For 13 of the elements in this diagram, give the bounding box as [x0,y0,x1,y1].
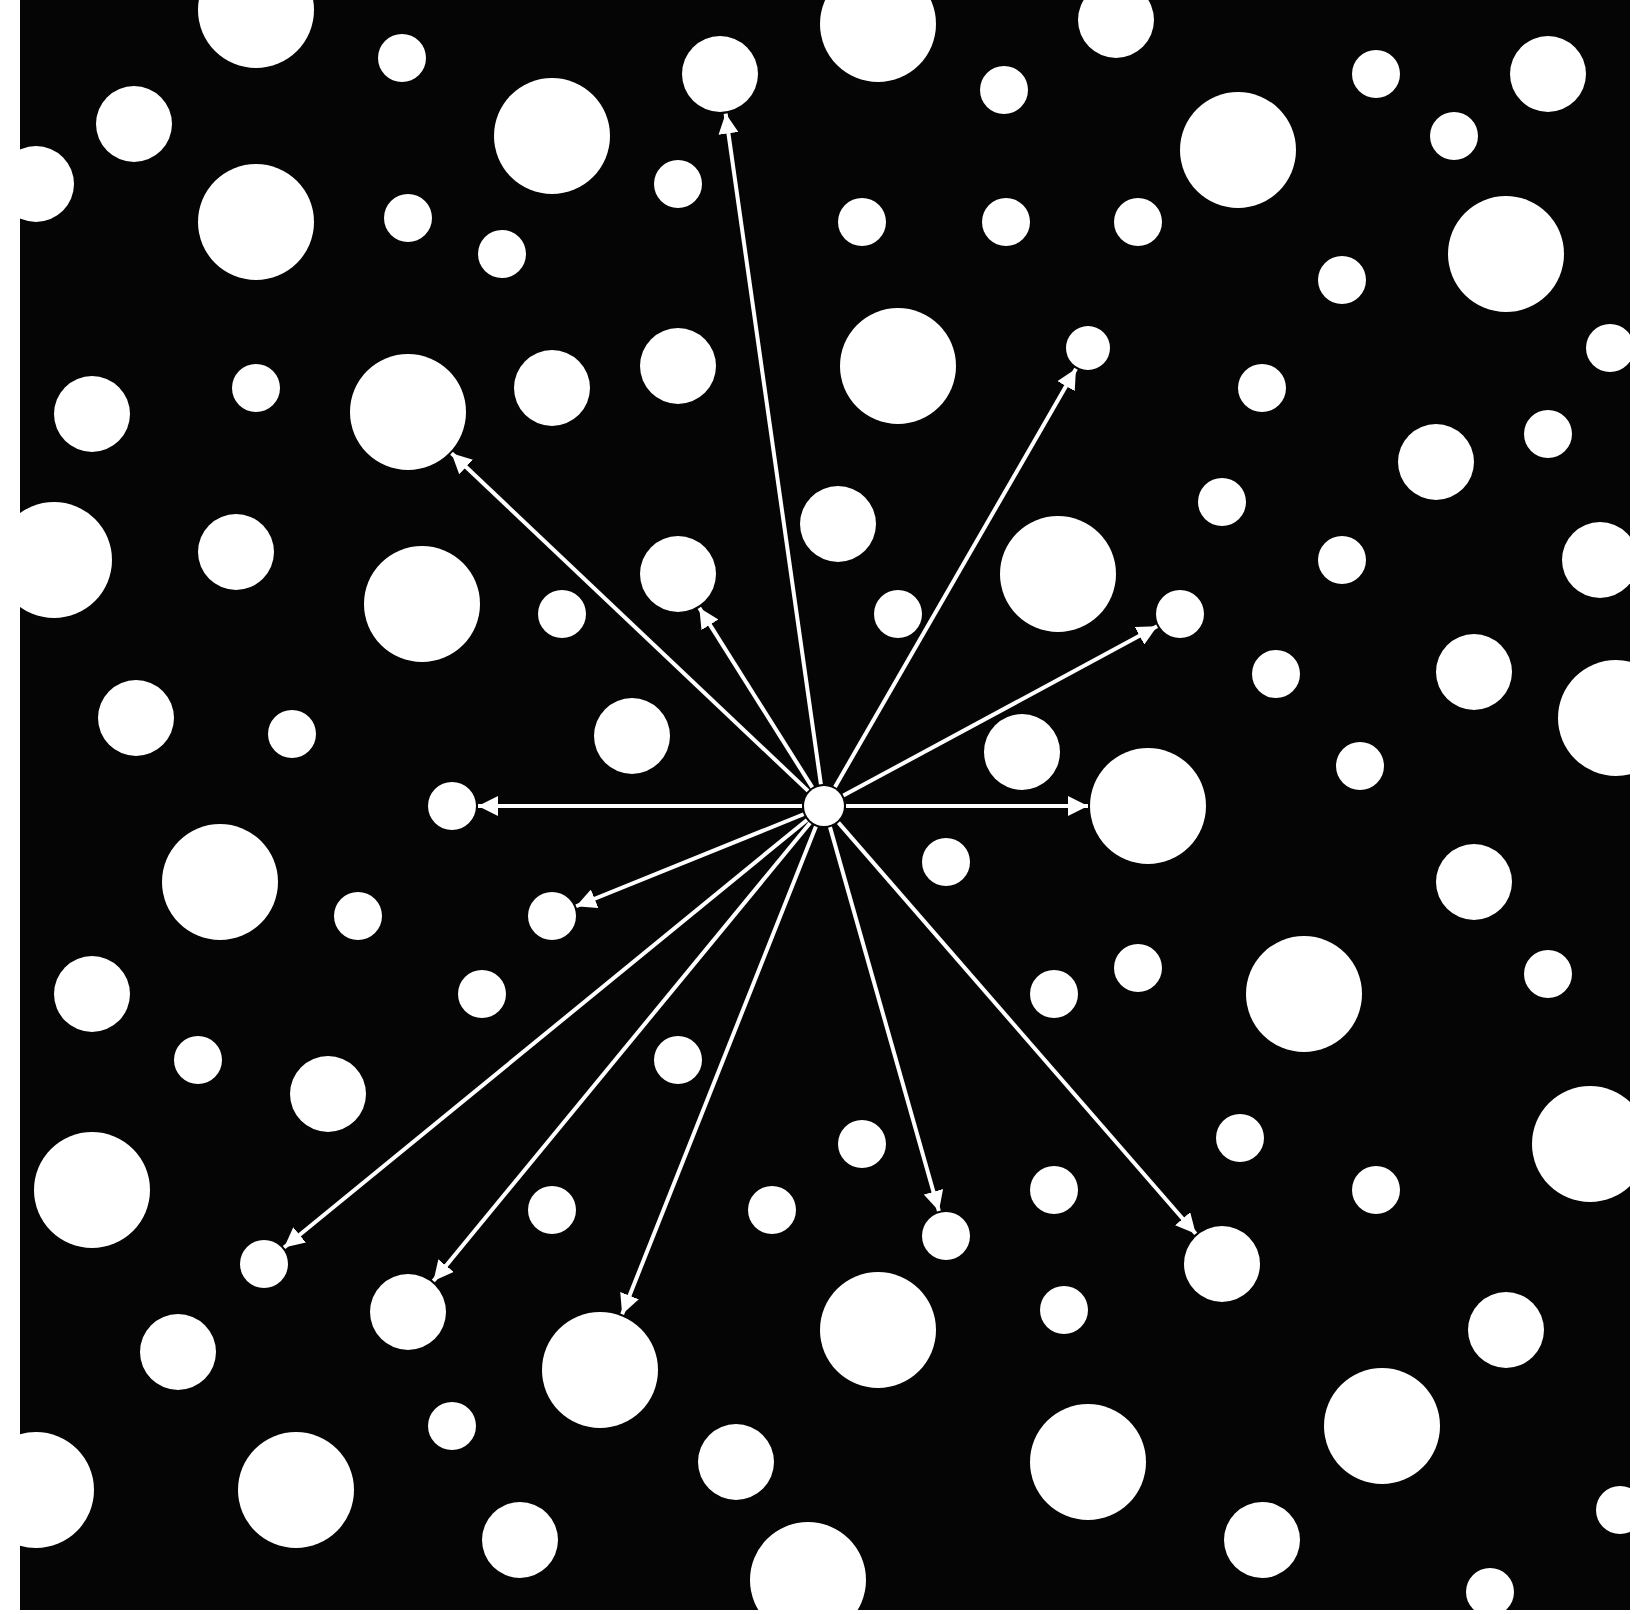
arrow [828,826,944,1212]
arrow [575,812,805,909]
arrow [697,606,814,789]
arrow [620,825,818,1315]
arrow [842,624,1159,798]
arrow [450,451,810,793]
arrow [478,796,802,816]
arrow [718,113,823,785]
arrow [846,796,1088,816]
arrow [431,821,812,1283]
arrow [836,821,1198,1236]
arrow [282,818,809,1250]
arrow [833,367,1078,788]
